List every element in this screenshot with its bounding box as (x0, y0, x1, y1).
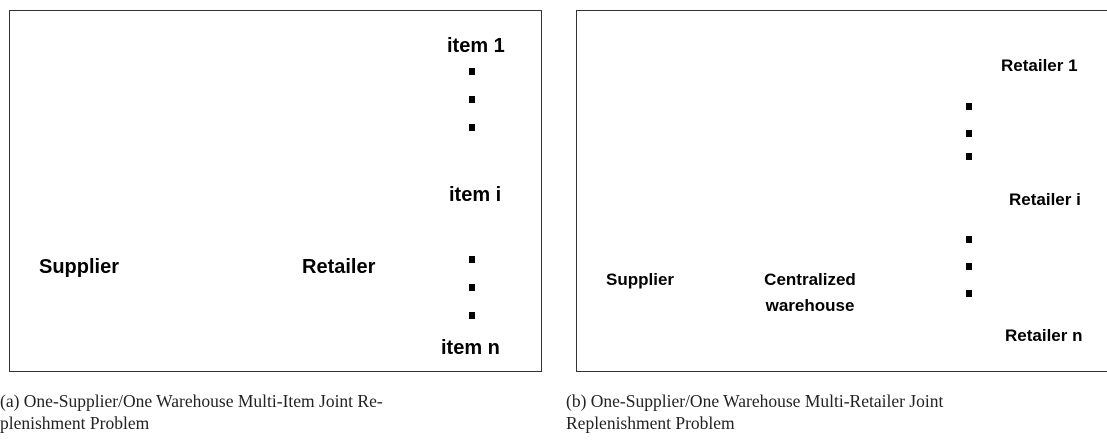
ellipsis-dot (469, 256, 475, 263)
caption-b-line2: Replenishment Problem (566, 413, 735, 433)
supplier-label: Supplier (39, 256, 120, 278)
ellipsis-dot (966, 290, 972, 297)
ellipsis-dot (966, 236, 972, 243)
supplier-label: Supplier (606, 270, 675, 289)
item-i-label: item i (449, 184, 502, 206)
caption-b-line1: (b) One-Supplier/One Warehouse Multi-Ret… (566, 391, 944, 411)
panel-b-frame (576, 10, 1107, 372)
ellipsis-dot (469, 284, 475, 291)
ellipsis-dot (966, 103, 972, 110)
retailer-label: Retailer (302, 256, 376, 278)
warehouse-label-line2: warehouse (765, 296, 855, 315)
retailer-1-label: Retailer 1 (1001, 56, 1078, 75)
ellipsis-dot (469, 312, 475, 319)
ellipsis-dot (469, 124, 475, 131)
panel-a-frame (9, 10, 542, 372)
caption-a-line1: (a) One-Supplier/One Warehouse Multi-Ite… (0, 391, 383, 411)
ellipsis-dot (966, 130, 972, 137)
ellipsis-dot (966, 153, 972, 160)
warehouse-label-line1: Centralized (764, 270, 856, 289)
ellipsis-dot (469, 68, 475, 75)
retailer-n-label: Retailer n (1005, 326, 1083, 345)
ellipsis-dot (966, 263, 972, 270)
ellipsis-dot (469, 96, 475, 103)
item-1-label: item 1 (447, 35, 505, 57)
retailer-i-label: Retailer i (1009, 190, 1081, 209)
caption-a-line2: plenishment Problem (0, 413, 150, 433)
item-n-label: item n (441, 337, 500, 359)
